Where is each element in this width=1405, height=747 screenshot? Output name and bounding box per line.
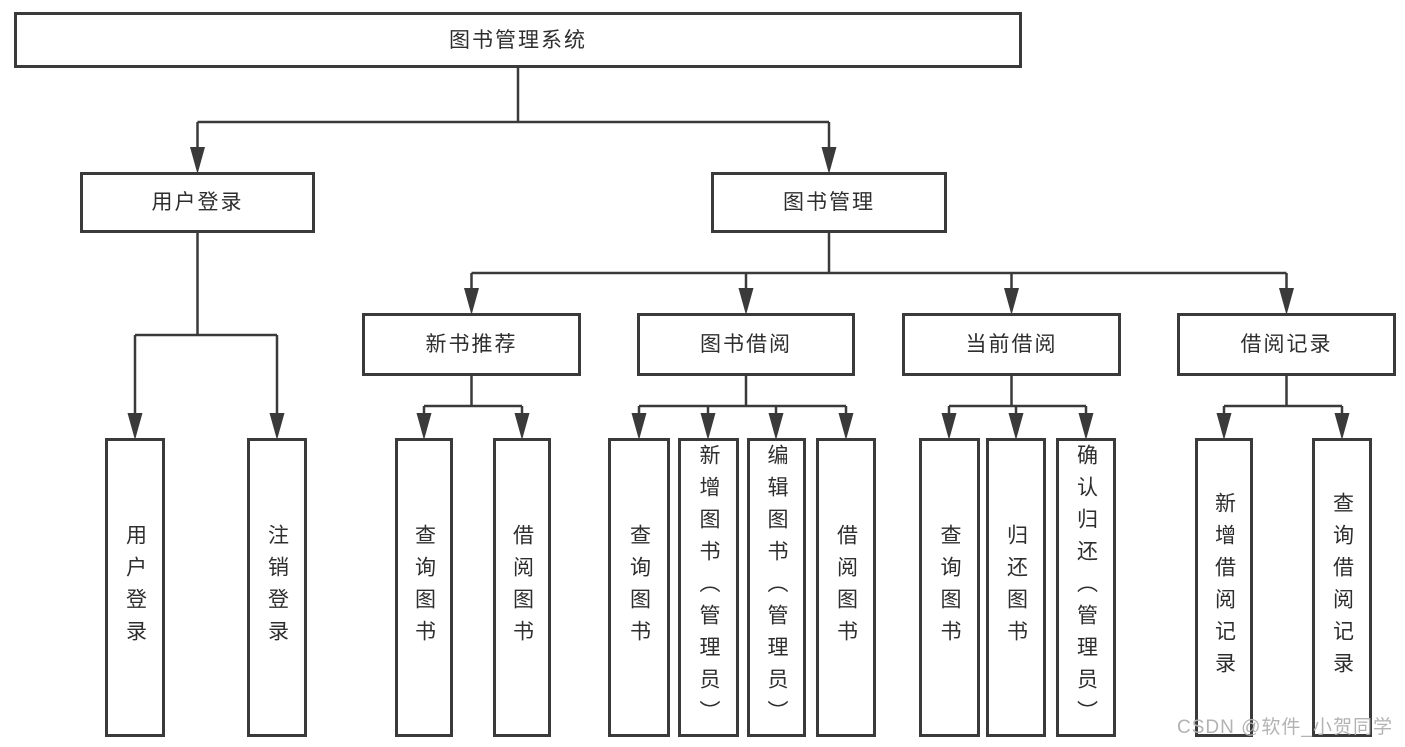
arrowhead-icon [1216, 413, 1232, 440]
node-current-borrow: 当前借阅 [902, 313, 1121, 376]
leaf-logout: 注销登录 [247, 438, 307, 737]
leaf-user-login: 用户登录 [105, 438, 165, 737]
leaf-query-books-recommend: 查询图书 [395, 438, 453, 737]
leaf-query-borrow-record: 查询借阅记录 [1312, 438, 1372, 737]
arrowhead-icon [700, 413, 716, 440]
node-book-management: 图书管理 [711, 172, 947, 233]
arrowhead-icon [1078, 413, 1094, 440]
arrowhead-icon [941, 413, 957, 440]
arrowhead-icon [631, 413, 647, 440]
arrowhead-icon [269, 413, 285, 440]
csdn-watermark: CSDN @软件_小贺同学 [1177, 717, 1393, 738]
arrowhead-icon [838, 413, 854, 440]
arrowhead-icon [738, 288, 754, 315]
node-root-library-system: 图书管理系统 [14, 12, 1022, 68]
arrowhead-icon [1008, 413, 1024, 440]
leaf-borrow-books-recommend: 借阅图书 [493, 438, 551, 737]
node-new-book-recommend: 新书推荐 [362, 313, 581, 376]
leaf-query-books-current: 查询图书 [919, 438, 980, 737]
arrowhead-icon [768, 413, 784, 440]
arrowhead-icon [190, 147, 205, 174]
leaf-confirm-return-admin: 确认归还（管理员） [1056, 438, 1116, 737]
node-book-borrow: 图书借阅 [637, 313, 855, 376]
arrowhead-icon [416, 413, 432, 440]
leaf-add-borrow-record: 新增借阅记录 [1195, 438, 1253, 737]
node-borrow-records: 借阅记录 [1177, 313, 1396, 376]
arrowhead-icon [1279, 288, 1294, 315]
leaf-return-book: 归还图书 [986, 438, 1046, 737]
arrowhead-icon [464, 288, 479, 315]
leaf-edit-book-admin: 编辑图书（管理员） [747, 438, 806, 737]
leaf-borrow-books: 借阅图书 [816, 438, 876, 737]
arrowhead-icon [514, 413, 530, 440]
arrowhead-icon [1334, 413, 1350, 440]
arrowhead-icon [821, 147, 837, 174]
arrowhead-icon [127, 413, 143, 440]
arrowhead-icon [1004, 288, 1019, 315]
leaf-query-books-borrow: 查询图书 [608, 438, 670, 737]
node-user-login: 用户登录 [80, 172, 315, 233]
leaf-add-book-admin: 新增图书（管理员） [678, 438, 739, 737]
